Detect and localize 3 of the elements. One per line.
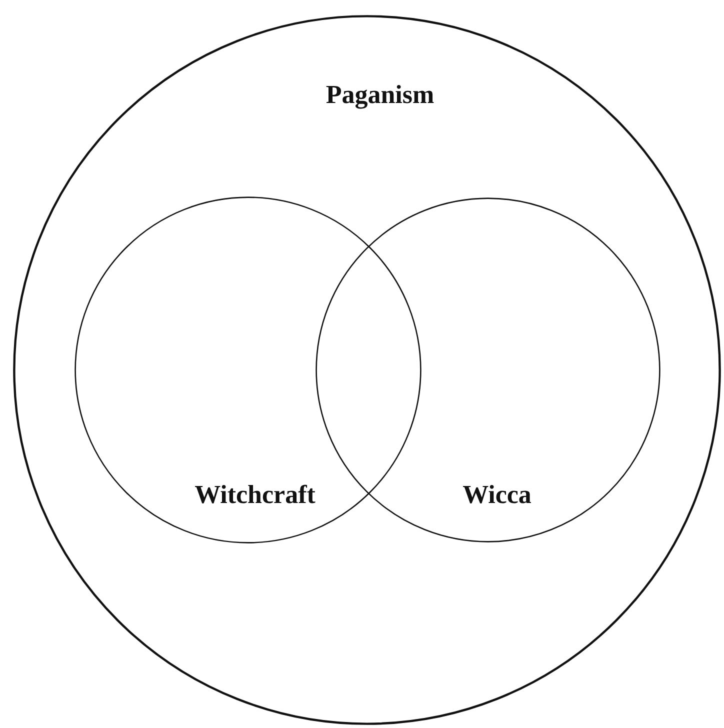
set-label: Paganism: [326, 80, 434, 110]
set-label: Wicca: [462, 480, 532, 510]
set-label: Witchcraft: [194, 480, 316, 510]
